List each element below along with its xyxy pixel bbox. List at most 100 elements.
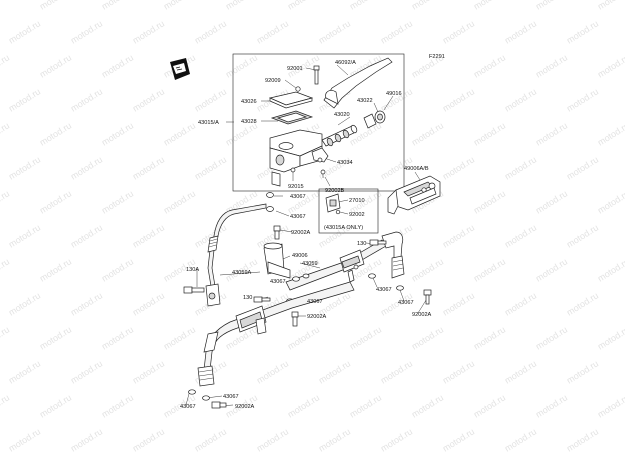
label-130-1: 130 xyxy=(357,241,366,247)
watermark-text: motod.ru xyxy=(131,222,166,249)
middle-brake-hose xyxy=(285,231,432,305)
watermark-text: motod.ru xyxy=(255,426,290,453)
label-43015a-only: (43015A ONLY) xyxy=(324,225,363,231)
watermark-text: motod.ru xyxy=(503,154,538,181)
watermark-text: motod.ru xyxy=(472,0,507,12)
watermark-text: motod.ru xyxy=(100,120,135,147)
watermark-text: motod.ru xyxy=(0,324,11,351)
watermark-text: motod.ru xyxy=(410,0,445,12)
watermark-text: motod.ru xyxy=(441,154,476,181)
label-43059: 43059 xyxy=(302,261,318,267)
watermark-text: motod.ru xyxy=(441,426,476,453)
watermark-text: motod.ru xyxy=(596,392,625,419)
label-43067-5: 43067 xyxy=(307,299,323,305)
label-49006: 49006 xyxy=(292,253,308,259)
watermark-text: motod.ru xyxy=(596,188,625,215)
watermark-text: motod.ru xyxy=(7,358,42,385)
watermark-text: motod.ru xyxy=(7,290,42,317)
watermark-text: motod.ru xyxy=(0,188,11,215)
watermark-text: motod.ru xyxy=(193,86,228,113)
watermark-text: motod.ru xyxy=(100,52,135,79)
watermark-text: motod.ru xyxy=(503,18,538,45)
watermark-text: motod.ru xyxy=(0,0,11,12)
watermark-text: motod.ru xyxy=(0,392,11,419)
screw-92015 xyxy=(290,167,296,173)
pivot-bolt xyxy=(311,147,329,163)
watermark-text: motod.ru xyxy=(100,324,135,351)
watermark-text: motod.ru xyxy=(534,52,569,79)
watermark-text: motod.ru xyxy=(317,358,352,385)
label-92009: 92009 xyxy=(265,78,281,84)
watermark-text: motod.ru xyxy=(255,18,290,45)
watermark-text: motod.ru xyxy=(441,290,476,317)
watermark-text: motod.ru xyxy=(100,188,135,215)
watermark-text: motod.ru xyxy=(410,324,445,351)
label-49006ab: 49006A/B xyxy=(404,166,429,172)
watermark-text: motod.ru xyxy=(7,426,42,453)
watermark-text: motod.ru xyxy=(441,86,476,113)
watermark-text: motod.ru xyxy=(69,86,104,113)
label-43034: 43034 xyxy=(337,160,353,166)
banjo-bolt-upper xyxy=(273,225,281,240)
label-92002: 92002 xyxy=(349,212,365,218)
watermark-text: motod.ru xyxy=(69,18,104,45)
part-labels: F2291 92001 46092/A 92009 43026 43028 43… xyxy=(180,54,445,410)
watermark-text: motod.ru xyxy=(410,256,445,283)
upper-brake-hose xyxy=(205,192,274,307)
watermark-text: motod.ru xyxy=(0,52,11,79)
watermark-layer: motod.ru motod.ru motod.ru motod.ru motod.ru… xyxy=(0,0,625,454)
dust-boot xyxy=(363,113,377,129)
label-92002a-1: 92002A xyxy=(291,230,311,236)
label-43026: 43026 xyxy=(241,99,257,105)
watermark-text: motod.ru xyxy=(100,392,135,419)
watermark-text: motod.ru xyxy=(379,358,414,385)
watermark-text: motod.ru xyxy=(38,120,73,147)
screw-92009 xyxy=(295,86,301,92)
watermark-text: motod.ru xyxy=(193,154,228,181)
watermark-text: motod.ru xyxy=(38,324,73,351)
label-43067-7: 43067 xyxy=(223,394,239,400)
bolt-130a xyxy=(183,286,205,294)
watermark-text: motod.ru xyxy=(100,256,135,283)
watermark-text: motod.ru xyxy=(38,392,73,419)
label-130a: 130A xyxy=(186,267,199,273)
watermark-text: motod.ru xyxy=(565,86,600,113)
watermark-text: motod.ru xyxy=(379,426,414,453)
watermark-text: motod.ru xyxy=(534,392,569,419)
watermark-text: motod.ru xyxy=(503,426,538,453)
watermark-text: motod.ru xyxy=(348,324,383,351)
watermark-text: motod.ru xyxy=(131,18,166,45)
label-43067-1: 43067 xyxy=(290,194,306,200)
watermark-text: motod.ru xyxy=(534,120,569,147)
watermark-text: motod.ru xyxy=(565,426,600,453)
watermark-text: motod.ru xyxy=(286,188,321,215)
watermark-text: motod.ru xyxy=(131,290,166,317)
piston-assembly xyxy=(321,124,358,147)
label-43067-8: 43067 xyxy=(180,404,196,410)
label-92015: 92015 xyxy=(288,184,304,190)
watermark-text: motod.ru xyxy=(38,52,73,79)
watermark-text: motod.ru xyxy=(534,324,569,351)
watermark-text: motod.ru xyxy=(565,290,600,317)
label-49016: 49016 xyxy=(386,91,402,97)
watermark-text: motod.ru xyxy=(162,120,197,147)
watermark-text: motod.ru xyxy=(69,358,104,385)
watermark-text: motod.ru xyxy=(379,18,414,45)
watermark-text: motod.ru xyxy=(596,0,625,12)
label-43067-4: 43067 xyxy=(376,287,392,293)
watermark-text: motod.ru xyxy=(131,426,166,453)
watermark-text: motod.ru xyxy=(472,324,507,351)
watermark-text: motod.ru xyxy=(565,18,600,45)
watermark-text: motod.ru xyxy=(69,290,104,317)
master-cylinder-group xyxy=(268,57,393,187)
watermark-text: motod.ru xyxy=(131,86,166,113)
joint-block-49006 xyxy=(263,242,291,279)
watermark-text: motod.ru xyxy=(472,120,507,147)
watermark-text: motod.ru xyxy=(100,0,135,12)
watermark-text: motod.ru xyxy=(0,120,11,147)
watermark-text: motod.ru xyxy=(193,426,228,453)
watermark-text: motod.ru xyxy=(534,256,569,283)
label-43020: 43020 xyxy=(334,112,350,118)
watermark-text: motod.ru xyxy=(193,18,228,45)
